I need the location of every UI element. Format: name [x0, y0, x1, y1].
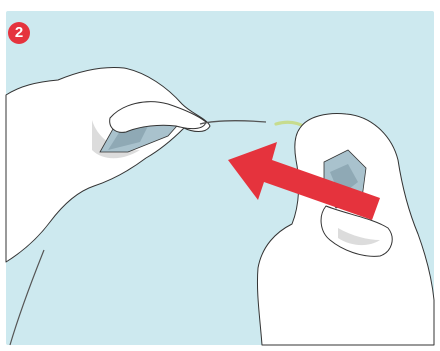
step-number-badge: 2: [8, 22, 30, 44]
